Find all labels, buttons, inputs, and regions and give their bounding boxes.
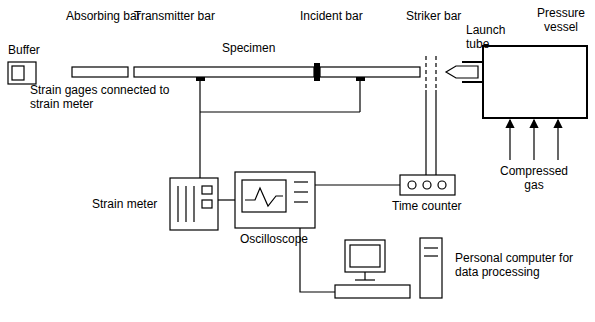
gage-wire (359, 81, 360, 112)
meter-detail (193, 186, 194, 222)
part-label: Transmitter bar (134, 10, 215, 24)
monitor-stand (355, 279, 375, 280)
striker-bar (446, 66, 478, 78)
part-label: Buffer (8, 44, 40, 58)
node-heading: Pressure vessel (532, 7, 590, 35)
meter-detail (177, 186, 178, 222)
monitor-stand (364, 272, 365, 280)
gate-wire (435, 90, 436, 175)
meter-detail (202, 200, 212, 208)
gas-arrow (557, 120, 558, 160)
part-label: Absorbing bar (66, 10, 141, 24)
gas-arrow (509, 120, 510, 160)
strain-gage (196, 77, 205, 81)
gas-arrow (533, 120, 534, 160)
tower-detail (424, 255, 438, 256)
strain-gage (356, 77, 365, 81)
monitor-screen (350, 245, 380, 267)
scope-screen (242, 180, 286, 212)
gate-wire (425, 90, 426, 175)
computer-monitor (345, 240, 385, 272)
buffer-inner (12, 66, 24, 80)
counter-knob (408, 181, 416, 189)
scope-detail (294, 181, 308, 182)
transmitter-bar (134, 67, 314, 77)
part-label: Strain meter (92, 198, 157, 212)
gage-wire (199, 81, 200, 178)
vessel-box: Pressure vessel (482, 45, 588, 119)
part-label: Strain gages connected to strain meter (30, 84, 170, 112)
keyboard (335, 285, 410, 298)
time-counter (400, 175, 455, 195)
launch-tube (462, 61, 482, 63)
part-label: Striker bar (406, 10, 461, 24)
light-gate (425, 56, 426, 90)
part-label: Launch tube (466, 24, 512, 52)
part-label: Incident bar (300, 10, 363, 24)
part-label: Compressed gas (496, 165, 572, 193)
part-label: Specimen (222, 42, 275, 56)
signal-wire (218, 199, 235, 200)
scope-detail (294, 191, 308, 192)
tower-detail (424, 247, 438, 248)
launch-tube (462, 81, 482, 83)
counter-knob (423, 181, 431, 189)
scope-trace (245, 188, 283, 206)
part-label: Time counter (392, 200, 462, 214)
buffer-block (8, 62, 36, 84)
scope-detail (294, 201, 308, 202)
oscilloscope (235, 172, 315, 228)
incident-bar (320, 67, 420, 77)
counter-knob (438, 181, 446, 189)
gage-wire (200, 111, 360, 112)
part-label: Personal computer for data processing (455, 252, 585, 280)
strain-meter (170, 178, 218, 230)
absorbing-bar (72, 67, 128, 77)
part-label: Oscilloscope (240, 233, 308, 247)
light-gate (435, 56, 436, 90)
meter-detail (185, 186, 186, 222)
computer-tower (420, 238, 442, 298)
signal-wire (315, 184, 400, 185)
specimen (314, 63, 320, 81)
meter-detail (202, 186, 212, 194)
